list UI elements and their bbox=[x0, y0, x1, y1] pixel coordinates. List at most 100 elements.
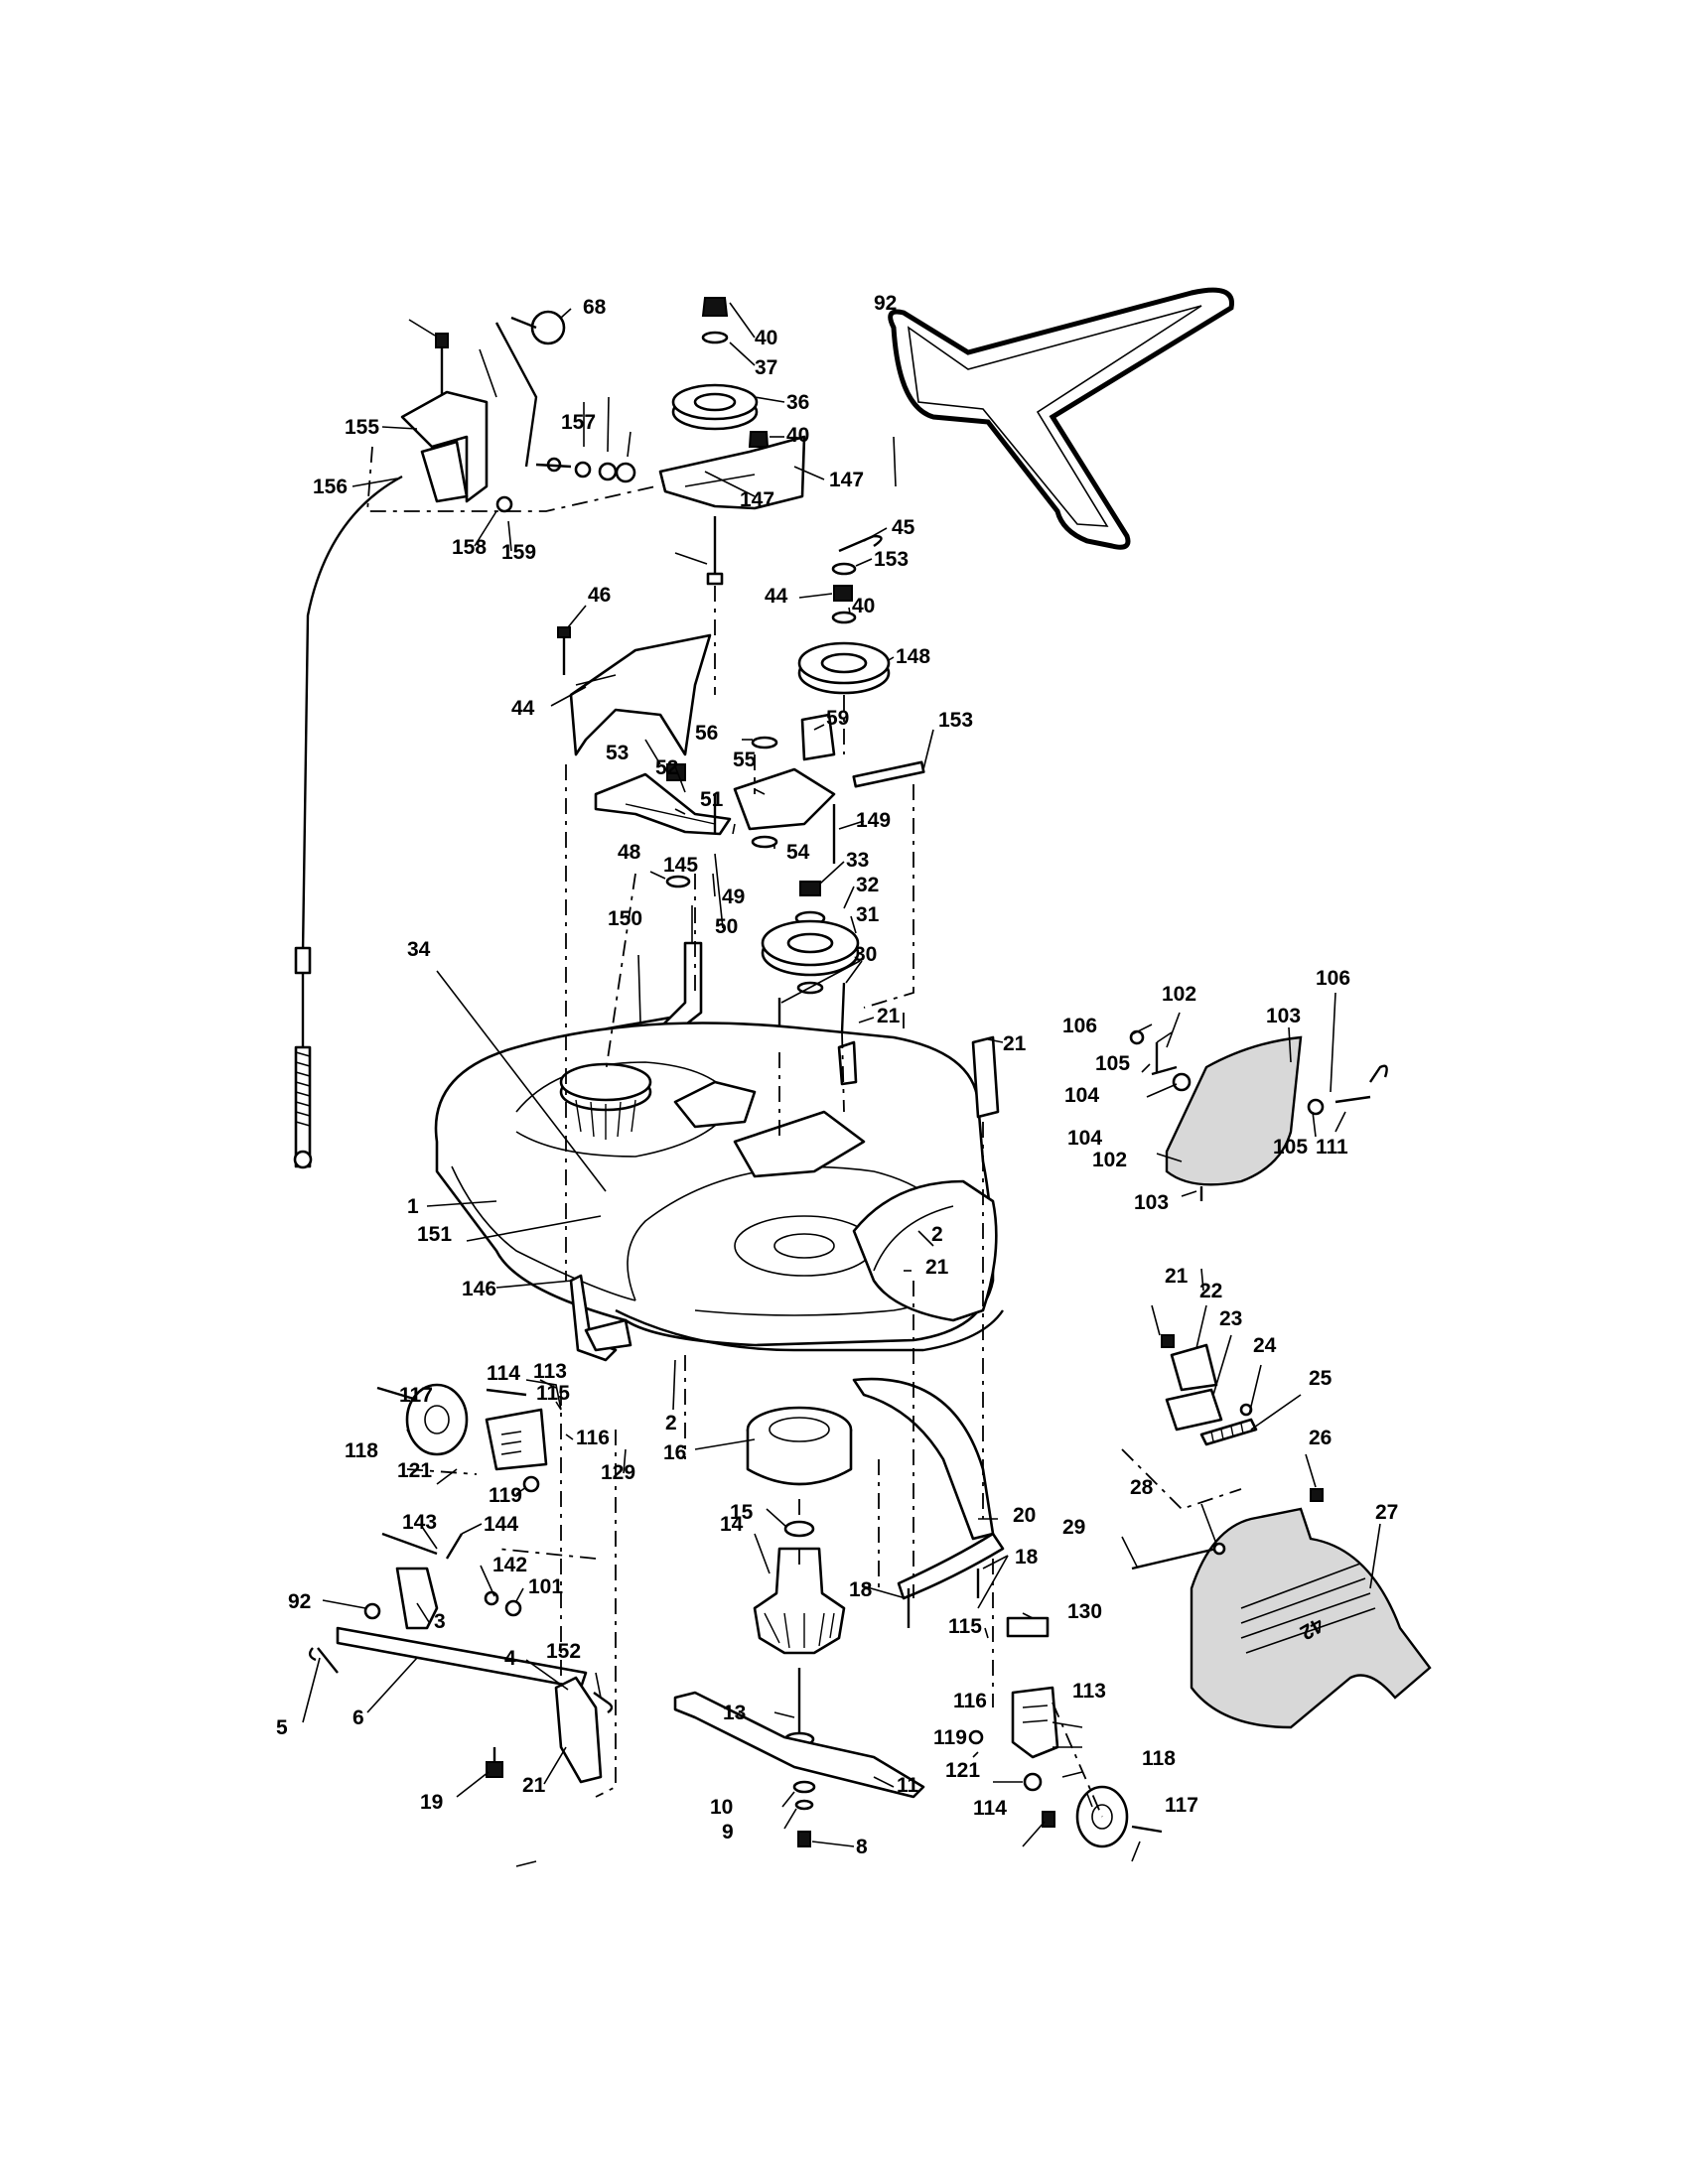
callout-56: 56 bbox=[695, 722, 718, 745]
callout-119a: 121 bbox=[397, 1459, 432, 1482]
callout-2a: 2 bbox=[931, 1223, 943, 1246]
callout-11: 11 bbox=[897, 1774, 919, 1797]
callout-40a: 40 bbox=[755, 327, 777, 349]
callout-113b: 114 bbox=[973, 1797, 1007, 1820]
callout-114b: 115 bbox=[948, 1615, 982, 1638]
callout-103b: 104 bbox=[1067, 1127, 1102, 1150]
callout-18a: 18 bbox=[1015, 1546, 1039, 1569]
callout-21b: 21 bbox=[1003, 1032, 1027, 1055]
callout-121b: 130 bbox=[1067, 1600, 1102, 1623]
callout-25: 25 bbox=[1309, 1367, 1333, 1390]
callout-147a: 150 bbox=[608, 907, 642, 930]
drive-belt bbox=[888, 287, 1234, 550]
callout-121a: 129 bbox=[601, 1461, 635, 1484]
callout-147b: 151 bbox=[417, 1223, 452, 1246]
callout-67: 68 bbox=[583, 296, 607, 319]
callout-113a: 114 bbox=[487, 1362, 520, 1385]
callout-55: 55 bbox=[733, 749, 757, 771]
callout-153a: 157 bbox=[561, 411, 596, 434]
callout-144: 147 bbox=[740, 488, 774, 511]
callout-143: 147 bbox=[829, 469, 864, 491]
callout-36: 36 bbox=[786, 391, 809, 414]
callout-149: 152 bbox=[546, 1640, 581, 1663]
callout-44: 44 bbox=[511, 697, 535, 720]
callout-152: 156 bbox=[313, 476, 348, 498]
callout-52: 52 bbox=[655, 756, 678, 779]
callout-112: 113 bbox=[1072, 1680, 1106, 1703]
callout-33: 33 bbox=[846, 849, 869, 872]
callout-26: 26 bbox=[1309, 1427, 1332, 1449]
callout-105a: 105 bbox=[1095, 1052, 1130, 1075]
callout-117a: 118 bbox=[345, 1439, 378, 1462]
callout-49: 49 bbox=[722, 886, 745, 908]
callout-37a: 37 bbox=[755, 356, 777, 379]
callout-9: 9 bbox=[722, 1821, 734, 1843]
callout-145: 148 bbox=[896, 645, 930, 668]
callout-106b: 111 bbox=[1316, 1136, 1348, 1159]
callout-116b: 117 bbox=[1165, 1794, 1198, 1817]
callout-32: 32 bbox=[856, 874, 879, 896]
callout-30: 30 bbox=[854, 943, 877, 966]
callout-116a: 117 bbox=[399, 1384, 433, 1407]
callout-31: 31 bbox=[856, 903, 880, 926]
callout-16: 16 bbox=[663, 1441, 686, 1464]
callout-2b: 2 bbox=[665, 1412, 677, 1434]
callout-28: 28 bbox=[1130, 1476, 1154, 1499]
callout-40c: 44 bbox=[765, 585, 788, 608]
callout-10: 10 bbox=[710, 1796, 733, 1819]
callout-104a: 104 bbox=[1064, 1084, 1099, 1107]
callout-115a: 116 bbox=[576, 1427, 610, 1449]
callout-14: 14 bbox=[720, 1513, 744, 1536]
callout-37b: 40 bbox=[852, 595, 875, 617]
callout-27: 27 bbox=[1375, 1501, 1398, 1524]
callout-114a: 115 bbox=[536, 1382, 570, 1405]
control-cable bbox=[301, 475, 403, 954]
callout-3: 3 bbox=[434, 1610, 446, 1633]
callout-102a: 102 bbox=[1162, 983, 1196, 1006]
cutting-blade bbox=[673, 1691, 925, 1799]
callout-129: 142 bbox=[492, 1554, 527, 1576]
callout-45: 45 bbox=[892, 516, 915, 539]
callout-118b: 119 bbox=[933, 1726, 967, 1749]
callout-50: 50 bbox=[715, 915, 738, 938]
callout-4: 4 bbox=[504, 1647, 516, 1670]
deck-shroud bbox=[1190, 1507, 1432, 1729]
callout-22: 22 bbox=[1199, 1280, 1222, 1302]
callout-24: 24 bbox=[1253, 1334, 1277, 1357]
callout-106a: 106 bbox=[1062, 1015, 1097, 1037]
discharge-chute bbox=[1165, 1035, 1303, 1186]
callout-111: 113 bbox=[533, 1360, 567, 1383]
lift-bracket bbox=[400, 333, 489, 503]
callout-150: 153 bbox=[874, 548, 909, 571]
callout-103a: 103 bbox=[1266, 1005, 1301, 1027]
callout-115b: 116 bbox=[953, 1690, 987, 1712]
callout-102b: 103 bbox=[1134, 1191, 1169, 1214]
callout-148: 153 bbox=[938, 709, 973, 732]
callout-92b: 101 bbox=[528, 1575, 563, 1598]
callout-104b: 105 bbox=[1273, 1136, 1308, 1159]
callout-6: 6 bbox=[352, 1706, 364, 1729]
callout-117b: 118 bbox=[1142, 1747, 1176, 1770]
callout-40b: 40 bbox=[786, 424, 809, 447]
callout-54: 54 bbox=[786, 841, 810, 864]
callout-leaders bbox=[302, 302, 1381, 1867]
callout-153b: 158 bbox=[452, 536, 487, 559]
callout-146: 149 bbox=[856, 809, 891, 832]
callout-119b: 121 bbox=[945, 1759, 980, 1782]
callout-21a: 21 bbox=[877, 1005, 901, 1027]
callout-48: 48 bbox=[618, 841, 641, 864]
callout-21c: 21 bbox=[925, 1256, 949, 1279]
callout-154: 159 bbox=[501, 541, 536, 564]
callout-51: 51 bbox=[700, 788, 724, 811]
callout-46: 46 bbox=[588, 584, 611, 607]
callout-19: 19 bbox=[420, 1791, 443, 1814]
callout-130: 143 bbox=[402, 1511, 437, 1534]
callout-8: 8 bbox=[856, 1836, 868, 1858]
callout-151: 155 bbox=[345, 416, 379, 439]
callout-18b: 18 bbox=[849, 1578, 873, 1601]
callout-labels: 68 155 156 157 158 159 40 37 36 40 147 1… bbox=[276, 292, 1398, 1858]
callout-15: 15 bbox=[730, 1501, 754, 1524]
callout-34: 34 bbox=[407, 938, 431, 961]
callout-105b: 106 bbox=[1316, 967, 1350, 990]
callout-142b: 146 bbox=[462, 1278, 496, 1300]
